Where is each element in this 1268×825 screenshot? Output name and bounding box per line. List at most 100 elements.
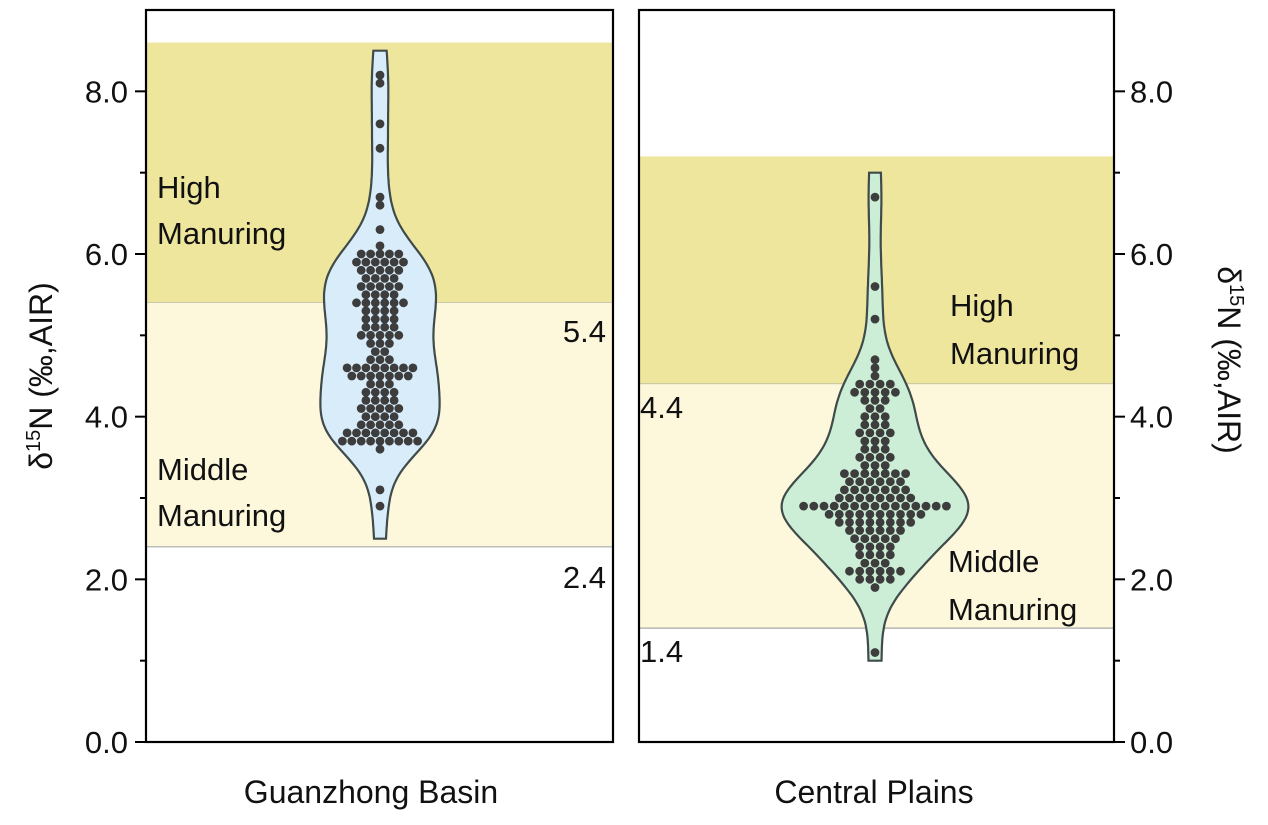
data-point	[875, 526, 885, 535]
data-point	[366, 371, 375, 381]
data-point	[865, 477, 875, 487]
data-point	[875, 428, 885, 438]
data-point	[375, 225, 385, 235]
data-point	[845, 526, 854, 535]
data-point	[855, 518, 865, 527]
data-point	[921, 501, 931, 511]
data-point	[880, 396, 890, 405]
x-axis-label-central-plains: Central Plains	[774, 774, 973, 810]
data-point	[361, 298, 371, 308]
threshold-label-upper-central: 4.4	[640, 390, 683, 425]
data-point	[389, 428, 399, 438]
data-point	[834, 493, 844, 503]
data-point	[375, 119, 385, 129]
data-point	[399, 363, 408, 373]
data-point	[366, 379, 375, 389]
y-title-right-sup: 15	[1225, 284, 1247, 306]
data-point	[885, 509, 895, 519]
y-axis-title-right: δ15N (‰,AIR)	[1211, 266, 1247, 454]
data-point	[361, 396, 371, 405]
y-title-left-rest: N (‰,AIR)	[23, 282, 59, 430]
plot-frame-central-plains	[637, 8, 1116, 744]
data-point	[403, 371, 413, 381]
data-point	[385, 339, 394, 348]
band-label-high-line2: Manuring	[157, 216, 286, 251]
data-point	[906, 493, 916, 503]
data-point	[931, 501, 941, 511]
data-point	[394, 436, 404, 446]
data-point	[356, 436, 366, 446]
data-point	[380, 298, 390, 308]
data-point	[855, 428, 865, 438]
data-point	[845, 477, 854, 487]
data-point	[389, 306, 399, 316]
data-point	[380, 363, 390, 373]
data-point	[356, 404, 366, 413]
data-point	[375, 355, 385, 365]
y-tick-label: 6.0	[1130, 237, 1173, 272]
data-point	[870, 469, 880, 478]
data-point	[845, 509, 854, 519]
panel-guanzhong: High Manuring Middle Manuring 5.4 2.4 0.…	[23, 8, 615, 810]
data-point	[413, 436, 422, 446]
data-point	[375, 265, 385, 275]
data-point	[375, 200, 385, 210]
data-point	[865, 574, 875, 584]
data-point	[891, 485, 900, 495]
data-point	[906, 518, 916, 527]
data-point	[809, 501, 819, 511]
band-label-high-central: High Manuring	[950, 288, 1079, 371]
data-point	[380, 257, 390, 267]
data-point	[901, 501, 910, 511]
data-point	[855, 566, 865, 576]
data-point	[385, 379, 394, 389]
data-point	[850, 534, 859, 544]
data-point	[380, 322, 390, 332]
data-point	[860, 485, 870, 495]
y-title-right-delta: δ	[1211, 266, 1247, 284]
data-point	[370, 363, 380, 373]
data-point	[361, 363, 371, 373]
data-point	[356, 420, 366, 430]
data-point	[870, 371, 880, 381]
data-point	[855, 477, 865, 487]
data-point	[389, 274, 399, 283]
data-point	[840, 469, 849, 478]
data-point	[885, 477, 895, 487]
data-point	[875, 477, 885, 487]
data-point	[875, 379, 885, 389]
data-point	[375, 241, 385, 251]
data-point	[885, 526, 895, 535]
data-point	[865, 566, 875, 576]
data-point	[875, 574, 885, 584]
data-point	[870, 412, 880, 422]
data-point	[870, 485, 880, 495]
data-point	[389, 412, 399, 422]
data-point	[375, 420, 385, 430]
data-point	[880, 444, 890, 454]
data-point	[875, 566, 885, 576]
points-layer-0	[338, 70, 422, 511]
data-point	[408, 428, 418, 438]
data-point	[885, 428, 895, 438]
band-label-middle-line2: Manuring	[157, 498, 286, 533]
plot-frame-guanzhong	[144, 8, 615, 744]
threshold-label-lower-central: 1.4	[640, 634, 683, 669]
data-point	[403, 436, 413, 446]
data-point	[870, 583, 880, 592]
data-point	[394, 420, 404, 430]
data-point	[880, 436, 890, 446]
data-point	[385, 249, 394, 259]
data-point	[860, 501, 870, 511]
data-point	[375, 249, 385, 259]
data-point	[352, 428, 361, 438]
data-point	[870, 363, 880, 373]
data-point	[870, 436, 880, 446]
y-axis-title-left: δ15N (‰,AIR)	[23, 282, 59, 470]
data-point	[891, 387, 900, 397]
data-point	[865, 542, 875, 552]
data-point	[370, 257, 380, 267]
data-point	[896, 518, 905, 527]
data-point	[352, 257, 361, 267]
